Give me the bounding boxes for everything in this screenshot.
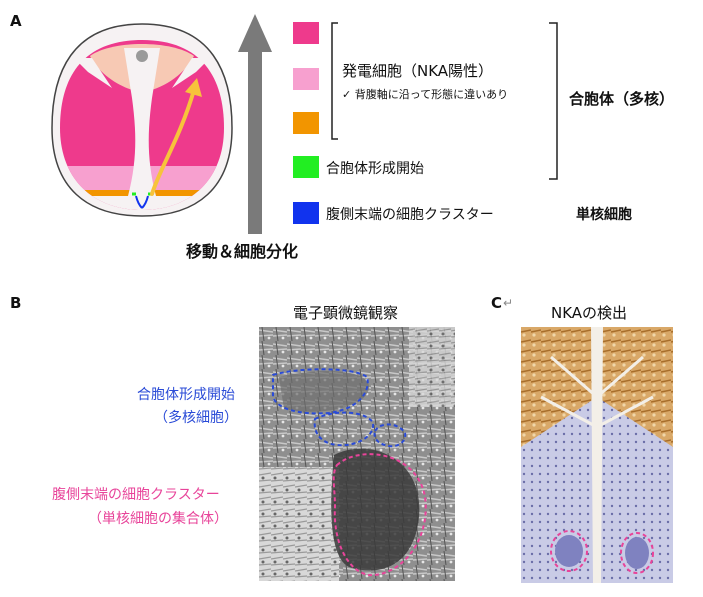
electrocyte-label: 発電細胞（NKA陽性） (342, 62, 494, 80)
em-micrograph (259, 327, 455, 581)
annot-cluster-line2: （単核細胞の集合体） (88, 511, 228, 527)
nka-stain-image (521, 327, 673, 583)
legend-swatch-light-pink (293, 68, 319, 90)
legend-swatch-green (293, 156, 319, 178)
panel-c-letter: C (491, 294, 503, 312)
nka-title: NKAの検出 (551, 304, 628, 322)
legend-swatch-dark-pink (293, 22, 319, 44)
annot-syncytium-line2: （多核細胞） (154, 410, 238, 426)
arrow-label: 移動＆細胞分化 (186, 242, 299, 261)
em-annotations (272, 368, 427, 577)
annot-syncytium-line1: 合胞体形成開始 (137, 387, 235, 403)
cluster-outline-right (620, 532, 654, 574)
electrocyte-note: ✓ 背腹軸に沿って形態に違いあり (342, 88, 509, 101)
panel-a-letter: A (10, 12, 22, 30)
inner-bracket (331, 22, 338, 140)
em-title: 電子顕微鏡観察 (293, 304, 399, 322)
legend-swatch-orange (293, 112, 319, 134)
annot-cluster-line1: 腹側末端の細胞クラスター (52, 487, 220, 503)
syncytium-outline-middle (313, 411, 375, 447)
syncytium-outline-small (373, 423, 407, 448)
cluster-outline (332, 453, 427, 577)
panel-b-letter: B (10, 294, 22, 312)
legend-label-blue: 腹側末端の細胞クラスター (326, 207, 494, 223)
syncytium-outline-top (272, 368, 369, 415)
legend-swatch-blue (293, 202, 319, 224)
legend-label-green: 合胞体形成開始 (326, 161, 424, 177)
organ-cross-section-diagram (51, 23, 233, 217)
return-mark-icon: ↵ (503, 296, 514, 310)
mononuclear-label: 単核細胞 (576, 207, 632, 223)
outer-bracket (549, 22, 558, 180)
syncytium-label: 合胞体（多核） (569, 90, 675, 108)
cluster-outline-left (550, 530, 588, 572)
differentiation-arrow (238, 14, 272, 234)
